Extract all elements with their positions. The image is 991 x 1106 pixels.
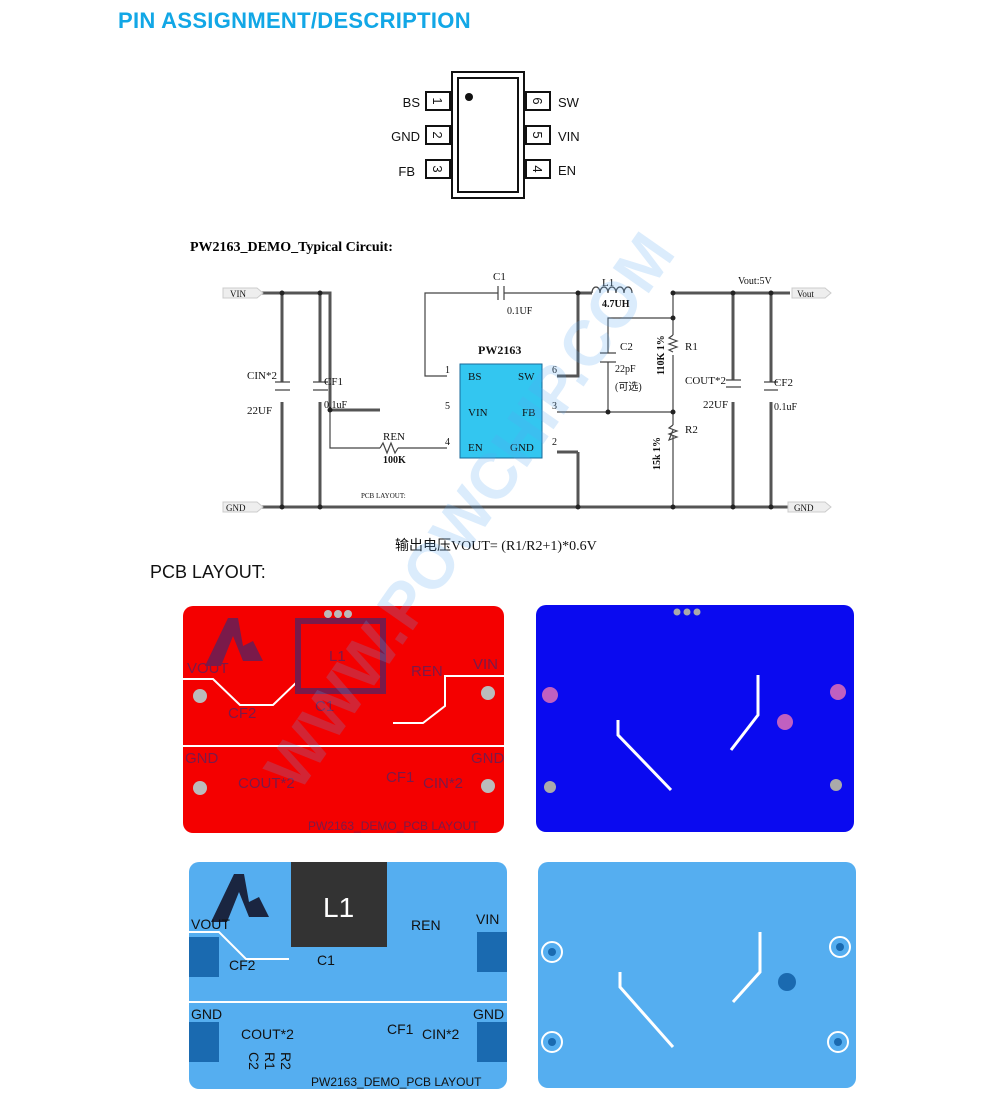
pin-number: 2 (430, 131, 445, 138)
cin-value: 22UF (247, 405, 272, 417)
vout-port: Vout (797, 289, 814, 299)
pin1-dot (465, 93, 473, 101)
cf2-value: 0.1uF (774, 402, 798, 413)
label-cf1: CF1 (387, 1021, 414, 1037)
pin-label: EN (468, 442, 483, 454)
pw2163-chip (459, 363, 543, 459)
pin-name: FB (398, 164, 415, 179)
cf1-value: 0.1uF (324, 400, 348, 411)
pcb-silkscreen-bottom (538, 862, 856, 1088)
cout-value: 22UF (703, 399, 728, 411)
r1-value: 110K 1% (656, 335, 667, 375)
pin-label: FB (522, 407, 535, 419)
pin-name: VIN (558, 129, 580, 144)
label-cout: COUT*2 (238, 775, 295, 792)
pin-number: 4 (530, 165, 545, 172)
pcb-footer: PW2163_DEMO_PCB LAYOUT (308, 819, 479, 833)
r2-value: 15k 1% (652, 437, 663, 470)
pin-number: 3 (430, 165, 445, 172)
l1-label: L1 (602, 277, 614, 289)
label-gnd: GND (473, 1006, 504, 1022)
pcb-footer: PW2163_DEMO_PCB LAYOUT (311, 1075, 482, 1089)
logo (205, 618, 263, 666)
gnd-port-right: GND (794, 503, 814, 513)
label-cout: COUT*2 (241, 1026, 294, 1042)
label-ren: REN (411, 663, 443, 680)
vout-label: Vout:5V (738, 276, 772, 287)
label-c1: C1 (317, 952, 335, 968)
label-vout: VOUT (187, 660, 229, 677)
pcb-bottom-layer (536, 605, 854, 832)
label-vout: VOUT (191, 916, 230, 932)
pin-number: 3 (552, 401, 557, 412)
label-ren: REN (411, 917, 441, 933)
cout-label: COUT*2 (685, 375, 726, 387)
c1-value: 0.1UF (507, 306, 533, 317)
c2-value: 22pF (615, 364, 636, 375)
pin-label: SW (518, 371, 535, 383)
label-gnd: GND (185, 750, 219, 767)
label-r1: R1 (262, 1052, 278, 1070)
pcb-layout-title: PCB LAYOUT: (150, 562, 266, 582)
label-l1: L1 (323, 892, 354, 923)
pin-name: GND (391, 129, 420, 144)
c1-label: C1 (493, 271, 506, 283)
pin-label: BS (468, 371, 481, 383)
typical-circuit-schematic: PW2163_DEMO_Typical Circuit: VIN GND Vou… (190, 240, 832, 554)
label-vin: VIN (473, 656, 498, 673)
vin-port: VIN (230, 289, 246, 299)
pcb-top-layer: VOUT VIN GND GND L1 REN C1 CF2 CF1 COUT*… (183, 606, 504, 833)
pin-name: SW (558, 95, 580, 110)
chip-name: PW2163 (478, 343, 521, 357)
label-cin: CIN*2 (422, 1026, 460, 1042)
section-title: PIN ASSIGNMENT/DESCRIPTION (118, 8, 471, 33)
c2-note: (可选) (615, 380, 642, 393)
gnd-port-left: GND (226, 503, 246, 513)
inductor-l1 (291, 862, 387, 947)
cin-label: CIN*2 (247, 370, 277, 382)
pin-number: 2 (552, 437, 557, 448)
pin-number: 1 (445, 365, 450, 376)
label-cf2: CF2 (229, 957, 256, 973)
logo (211, 874, 269, 922)
label-r2: R2 (278, 1052, 294, 1070)
pin-label: GND (510, 442, 534, 454)
pcb-silkscreen-top: L1 VOUT VIN GND GND REN C1 CF2 CF1 COUT*… (189, 862, 507, 1089)
l1-value: 4.7UH (602, 299, 630, 310)
pinout-diagram: 1 2 3 6 5 4 BS GND FB SW VIN EN (391, 71, 580, 199)
label-cf1: CF1 (386, 769, 414, 786)
pin-name: EN (558, 163, 576, 178)
pin-name: BS (403, 95, 421, 110)
pin-number: 5 (530, 131, 545, 138)
label-c1: C1 (315, 698, 334, 715)
r1-label: R1 (685, 341, 698, 353)
label-vin: VIN (476, 911, 499, 927)
pin-number: 6 (552, 365, 557, 376)
pin-number: 4 (445, 437, 450, 448)
pin-number: 6 (530, 97, 545, 104)
pin-number: 1 (430, 97, 445, 104)
r2-label: R2 (685, 424, 698, 436)
vout-formula: 输出电压VOUT= (R1/R2+1)*0.6V (395, 538, 597, 554)
ren-label: REN (383, 431, 405, 443)
pcb-note: PCB LAYOUT: (361, 492, 406, 500)
c2-label: C2 (620, 341, 633, 353)
ren-value: 100K (383, 455, 406, 466)
cf2-label: CF2 (774, 377, 793, 389)
label-gnd: GND (471, 750, 504, 767)
label-l1: L1 (329, 648, 346, 665)
pin-number: 5 (445, 401, 450, 412)
circuit-title: PW2163_DEMO_Typical Circuit: (190, 240, 393, 255)
pin-label: VIN (468, 407, 488, 419)
label-cf2: CF2 (228, 705, 256, 722)
label-c2: C2 (246, 1052, 262, 1070)
label-cin: CIN*2 (423, 775, 463, 792)
label-gnd: GND (191, 1006, 222, 1022)
cf1-label: CF1 (324, 376, 343, 388)
